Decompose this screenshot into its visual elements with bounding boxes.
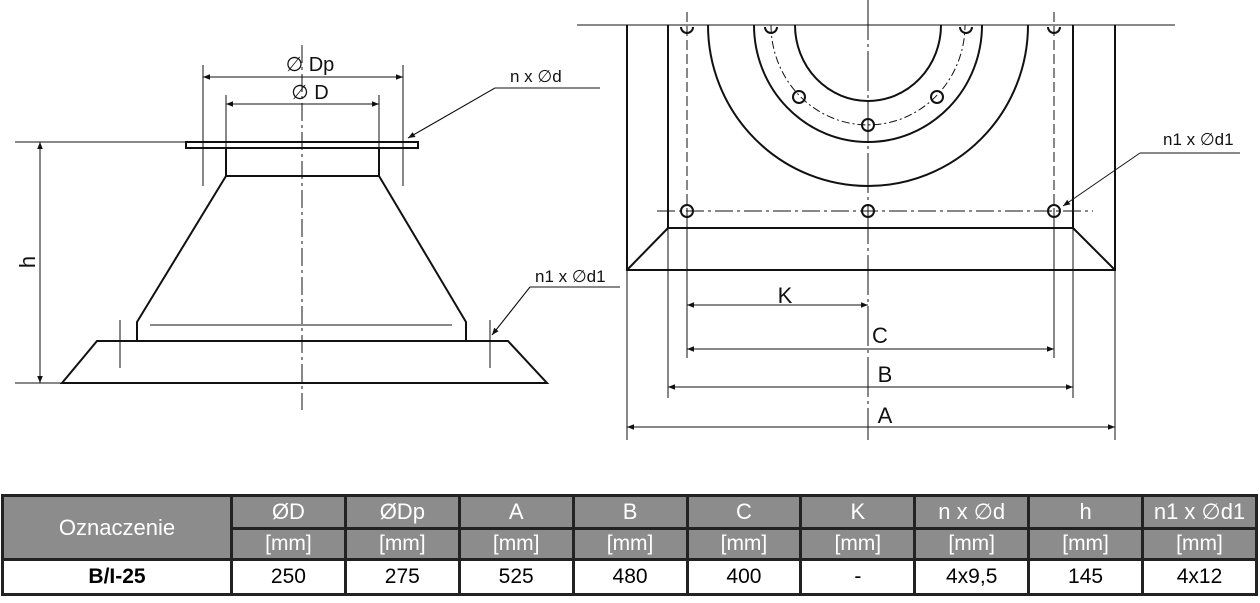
d-label: ∅ D <box>291 82 328 104</box>
dimensions-table: Oznaczenie ØD ØDp A B C K n x ∅d h n1 x … <box>1 494 1258 596</box>
technical-drawing: ∅ Dp ∅ D n x ∅d n1 x ∅d1 h <box>15 0 1240 440</box>
a-label: A <box>878 403 893 428</box>
designation-cell: B/I-25 <box>1 558 233 596</box>
col-header: ØDp <box>343 494 461 530</box>
n1-d1-label-left: n1 x ∅d1 <box>535 267 606 286</box>
col-header: h <box>1027 494 1144 530</box>
col-header: n1 x ∅d1 <box>1141 494 1258 530</box>
table-row: B/I-25 250 275 525 480 400 - 4x9,5 145 4… <box>1 558 1258 596</box>
table-cell: 400 <box>685 558 803 596</box>
b-label: B <box>878 362 893 387</box>
table-cell: 4x12 <box>1141 558 1258 596</box>
unit-header: [mm] <box>913 527 1031 561</box>
col-header: ØD <box>230 494 347 530</box>
col-header: B <box>571 494 689 530</box>
table-cell: 145 <box>1027 558 1144 596</box>
dp-label: ∅ Dp <box>286 54 335 76</box>
unit-header: [mm] <box>799 527 917 561</box>
col-header: K <box>799 494 917 530</box>
unit-header: [mm] <box>457 527 575 561</box>
unit-header: [mm] <box>230 527 347 561</box>
top-view <box>577 0 1240 440</box>
h-label: h <box>15 256 40 268</box>
cone-left <box>136 175 227 341</box>
unit-header: [mm] <box>1141 527 1258 561</box>
base <box>59 340 550 384</box>
table-cell: 525 <box>457 558 575 596</box>
col-header: C <box>685 494 803 530</box>
unit-header: [mm] <box>1027 527 1144 561</box>
c-label: C <box>872 323 888 348</box>
k-label: K <box>778 283 793 308</box>
n-d-label: n x ∅d <box>510 67 562 86</box>
table-cell: 4x9,5 <box>913 558 1031 596</box>
unit-header: [mm] <box>685 527 803 561</box>
unit-header: [mm] <box>343 527 461 561</box>
unit-header: [mm] <box>571 527 689 561</box>
designation-header: Oznaczenie <box>1 494 233 561</box>
table-cell: 480 <box>571 558 689 596</box>
bolt-holes <box>680 26 1061 218</box>
col-header: A <box>457 494 575 530</box>
table-cell: - <box>799 558 917 596</box>
n1-d1-label-right: n1 x ∅d1 <box>1163 130 1234 149</box>
collar <box>225 147 380 177</box>
col-header: n x ∅d <box>913 494 1031 530</box>
table-cell: 275 <box>343 558 461 596</box>
side-view <box>15 45 620 410</box>
table-cell: 250 <box>230 558 347 596</box>
cone-right <box>378 175 467 341</box>
